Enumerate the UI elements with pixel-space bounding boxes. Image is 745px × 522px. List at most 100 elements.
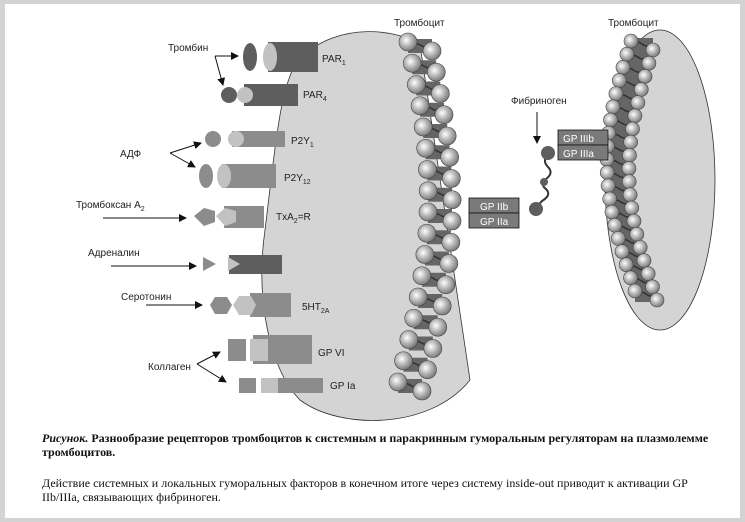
- lipid-head: [630, 95, 646, 110]
- lipid-head: [637, 69, 653, 84]
- integrin-gp-iib-label: GP IIb: [480, 202, 509, 213]
- lipid-head: [423, 339, 443, 358]
- lipid-head: [627, 283, 643, 299]
- lipid-head: [621, 161, 637, 176]
- lipid-head: [624, 200, 640, 216]
- lipid-head: [437, 126, 457, 146]
- arrow-icon: [196, 351, 221, 365]
- receptor-gpvi: GP VI: [228, 335, 345, 364]
- lipid-head: [413, 117, 433, 137]
- receptor-gpvi-label: GP VI: [318, 348, 345, 359]
- collagen-ligand-icon: [239, 378, 256, 393]
- lipid-head: [404, 308, 424, 328]
- receptor-5ht2a: 5HT2A: [210, 293, 330, 317]
- lipid-head: [614, 244, 630, 259]
- ligand-label-adrenaline: Адреналин: [88, 248, 140, 259]
- lipid-head: [610, 231, 626, 246]
- lipid-head: [418, 160, 437, 179]
- platelet-label-right: Тромбоцит: [608, 17, 659, 29]
- ligand-label-thromboxane: Тромбоксан A2: [76, 199, 145, 213]
- lipid-head: [399, 330, 419, 349]
- adp-ligand-icon: [205, 131, 221, 147]
- arrow-icon: [169, 141, 202, 154]
- receptor-txa2: TxA2=R: [194, 206, 311, 228]
- receptor-gpia: GP Ia: [239, 378, 356, 393]
- adrenaline-ligand-icon: [203, 257, 216, 271]
- lipid-head: [640, 266, 656, 281]
- lipid-head: [394, 351, 413, 371]
- receptor-par1: PAR1: [243, 42, 346, 72]
- lipid-head: [611, 73, 627, 88]
- lipid-head: [442, 190, 462, 210]
- fibrinogen-label: Фибриноген: [511, 95, 567, 107]
- platelet-label-left: Тромбоцит: [394, 17, 445, 29]
- lipid-head: [422, 41, 442, 61]
- lipid-head: [398, 32, 418, 52]
- lipid-head: [608, 86, 624, 101]
- arrow-icon: [196, 363, 227, 383]
- lipid-head: [649, 292, 665, 308]
- lipid-head: [645, 42, 661, 58]
- lipid-head: [627, 108, 643, 124]
- lipid-head: [412, 266, 432, 286]
- lipid-head: [623, 33, 639, 49]
- ligand-label-thrombin: Тромбин: [168, 42, 208, 54]
- lipid-head: [436, 275, 456, 295]
- lipid-head: [619, 46, 635, 62]
- receptor-p2y1-label: P2Y1: [291, 136, 314, 149]
- figure-caption: Рисунок. Разнообразие рецепторов тромбоц…: [42, 431, 722, 504]
- platelet-receptor-diagram: Тромбоцит Тромбоцит PAR1 PAR4 P2Y1 P2Y12…: [76, 17, 716, 421]
- receptor-gpia-label: GP Ia: [330, 381, 356, 392]
- collagen-ligand-icon: [228, 339, 246, 361]
- integrin-left: GP IIb GP IIa: [468, 197, 520, 229]
- receptor-par4: PAR4: [221, 84, 327, 106]
- lipid-head: [434, 105, 454, 125]
- thromboxane-ligand-icon: [194, 208, 215, 226]
- thrombin-ligand-icon: [221, 87, 237, 103]
- receptor-p2y12-label: P2Y12: [284, 173, 311, 186]
- integrin-gp-iiia-label: GP IIIa: [563, 149, 594, 160]
- serotonin-ligand-icon: [210, 297, 232, 314]
- lipid-head: [621, 174, 637, 189]
- lipid-head: [636, 253, 652, 268]
- lipid-head: [603, 112, 618, 128]
- lipid-head: [605, 99, 621, 115]
- caption-title: Рисунок. Разнообразие рецепторов тромбоц…: [42, 431, 722, 459]
- arrow-icon: [169, 152, 196, 168]
- lipid-head: [599, 165, 615, 180]
- receptor-5ht2a-label: 5HT2A: [302, 302, 330, 315]
- membrane-bilayer-left: [388, 32, 462, 401]
- lipid-head: [418, 181, 438, 201]
- ligand-label-collagen: Коллаген: [148, 362, 191, 373]
- lipid-head: [440, 147, 459, 167]
- lipid-head: [622, 147, 637, 163]
- lipid-head: [633, 82, 649, 97]
- receptor-p2y12: P2Y12: [199, 164, 311, 188]
- integrin-right: GP IIIb GP IIIa: [557, 129, 609, 161]
- thrombin-ligand-icon: [243, 43, 257, 71]
- ligand-label-adp: АДФ: [120, 149, 142, 160]
- lipid-head: [439, 254, 459, 273]
- integrin-gp-iia-label: GP IIa: [480, 217, 509, 228]
- lipid-head: [626, 213, 642, 229]
- lipid-head: [412, 381, 432, 401]
- lipid-head: [416, 138, 435, 158]
- caption-label: Рисунок.: [42, 431, 89, 445]
- receptor-txa2-label: TxA2=R: [276, 212, 311, 225]
- lipid-head: [604, 204, 620, 220]
- caption-title-text: Разнообразие рецепторов тромбоцитов к си…: [42, 431, 709, 459]
- lipid-head: [615, 60, 631, 75]
- lipid-head: [431, 84, 450, 103]
- lipid-head: [418, 360, 437, 380]
- lipid-head: [408, 287, 428, 307]
- lipid-head: [625, 121, 640, 137]
- lipid-head: [388, 372, 408, 392]
- lipid-head: [629, 226, 645, 242]
- lipid-head: [428, 317, 448, 337]
- lipid-head: [410, 96, 430, 116]
- lipid-head: [645, 279, 660, 295]
- arrow-icon: [214, 55, 225, 86]
- integrin-gp-iiib-label: GP IIIb: [563, 134, 594, 145]
- lipid-head: [602, 191, 618, 207]
- lipid-head: [417, 223, 437, 243]
